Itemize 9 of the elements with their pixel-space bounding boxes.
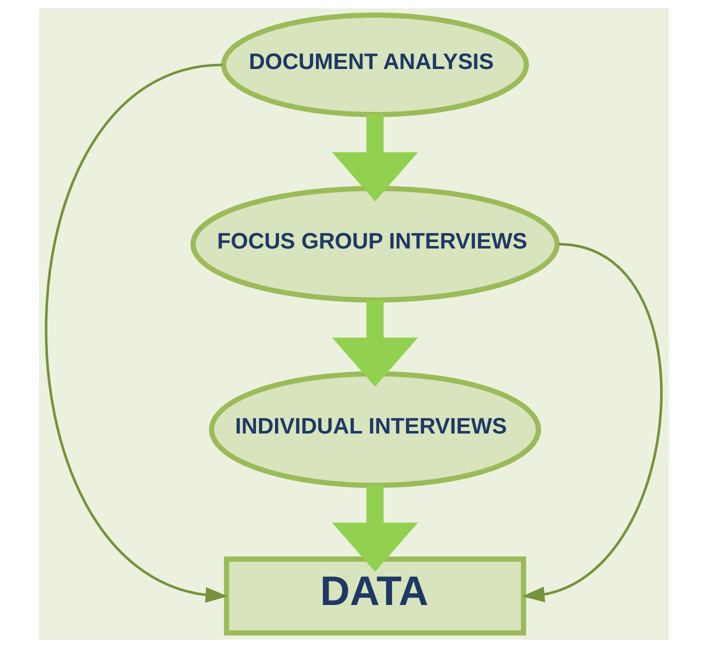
arrow <box>332 300 418 387</box>
node-box: DATA <box>224 556 526 636</box>
arrow <box>332 486 418 572</box>
node-ellipse: DOCUMENT ANALYSIS <box>220 12 528 118</box>
node-ellipse: INDIVIDUAL INTERVIEWS <box>208 371 541 488</box>
arrow <box>44 64 228 603</box>
arrow <box>332 114 418 202</box>
node-ellipse: FOCUS GROUP INTERVIEWS <box>190 186 560 303</box>
arrow <box>522 242 662 602</box>
